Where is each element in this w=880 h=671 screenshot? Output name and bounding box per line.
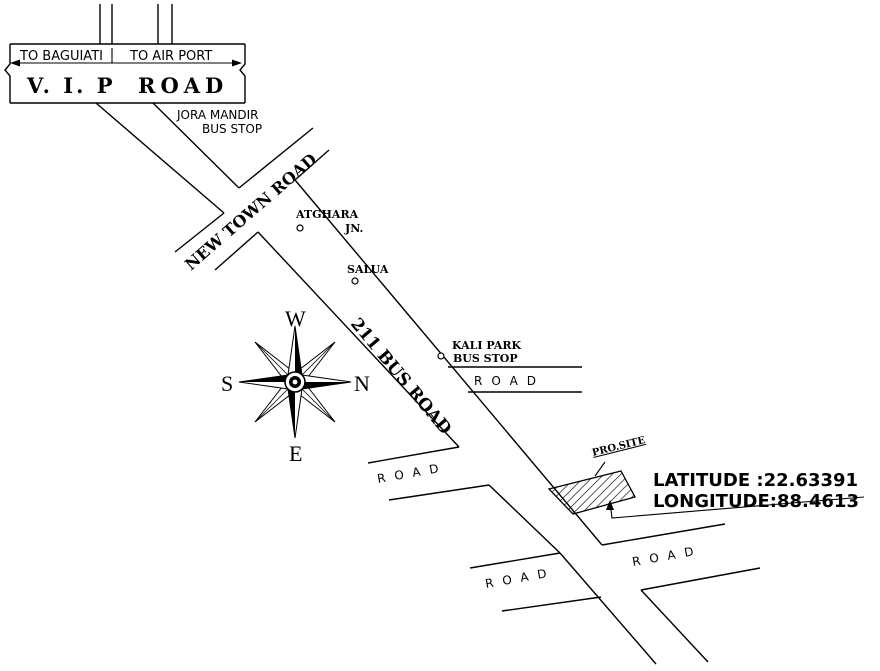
kali-park-bus-stop-label: BUS STOP [453, 352, 518, 365]
jora-mandir-bus-stop: JORA MANDIR BUS STOP [176, 108, 262, 136]
road-west-lower-label: ROAD [484, 565, 556, 591]
project-site-label: PRO.SITE [591, 435, 647, 459]
kali-park-bus-stop: KALI PARK BUS STOP [437, 339, 522, 365]
compass-rose-icon [238, 325, 352, 439]
vip-label: V. I. P [26, 73, 115, 98]
atghara-marker-icon [296, 224, 304, 232]
kali-park-label: KALI PARK [452, 339, 522, 352]
pointer-arrow-icon [606, 500, 614, 510]
road-west-middle: ROAD [367, 446, 490, 501]
salua-marker-icon [351, 277, 359, 285]
compass-south-label: S [221, 371, 233, 396]
road-east-lower: ROAD [601, 523, 761, 591]
vip-road-label: ROAD [138, 73, 228, 98]
atghara-junction: ATGHARA JN. [295, 208, 363, 235]
kali-park-marker-icon [437, 352, 445, 360]
road-west-lower: ROAD [469, 552, 602, 612]
to-airport-label: TO AIR PORT [129, 49, 212, 64]
atghara-label: ATGHARA [295, 208, 359, 221]
vip-road: TO BAGUIATI TO AIR PORT V. I. P ROAD [4, 4, 246, 104]
salua-label: SALUA [347, 263, 389, 276]
road-east-upper: ROAD [448, 366, 582, 393]
road-east-lower-label: ROAD [631, 543, 703, 569]
latitude-label: LATITUDE :22.63391 [653, 470, 858, 491]
compass-east-label: E [289, 441, 302, 466]
compass-north-label: N [354, 371, 370, 396]
jora-mandir-label: JORA MANDIR [176, 108, 259, 122]
road-east-upper-label: ROAD [474, 374, 545, 388]
compass-west-label: W [285, 306, 306, 331]
jora-mandir-bus-stop-label: BUS STOP [202, 122, 262, 136]
bus-road-211: 211 BUS ROAD [257, 179, 709, 665]
road-west-middle-label: ROAD [376, 460, 448, 486]
atghara-jn-label: JN. [344, 222, 363, 235]
salua-stop: SALUA [347, 263, 389, 285]
project-site: PRO.SITE LATITUDE :22.63391 LONGITUDE:88… [547, 435, 865, 519]
project-site-parcel [547, 470, 636, 515]
longitude-label: LONGITUDE:88.4613 [653, 491, 859, 512]
to-baguiati-label: TO BAGUIATI [19, 49, 103, 64]
